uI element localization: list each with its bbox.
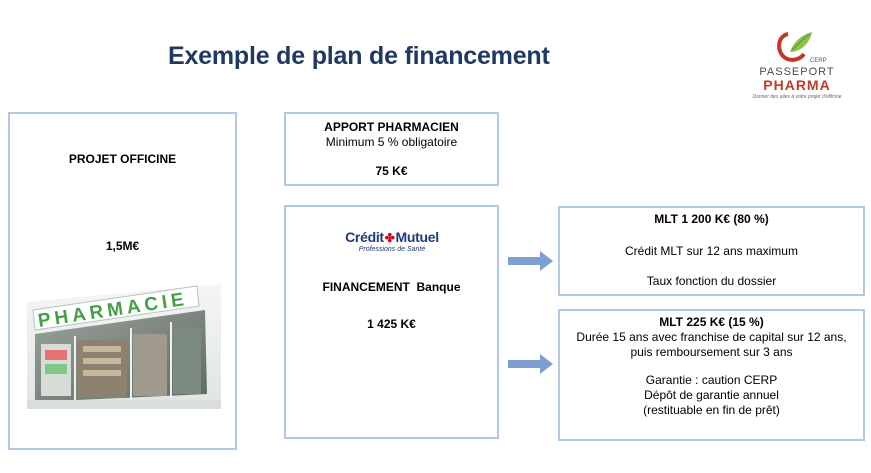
projet-value: 1,5M€	[105, 239, 140, 253]
credit-mutuel-icon: ✤	[384, 231, 395, 245]
credit-mutuel-name-left: Crédit	[345, 229, 384, 245]
mlt2-header: MLT 225 K€ (15 %)	[659, 315, 764, 329]
apport-subtitle: Minimum 5 % obligatoire	[325, 135, 458, 149]
apport-pharmacien-box: APPORT PHARMACIEN Minimum 5 % obligatoir…	[284, 112, 499, 186]
mlt2-line5: (restituable en fin de prêt)	[643, 403, 780, 417]
arrow-to-mlt2-icon	[508, 354, 553, 374]
page-title: Exemple de plan de financement	[168, 42, 550, 70]
mlt2-line2: puis remboursement sur 3 ans	[630, 345, 793, 359]
apport-value: 75 K€	[375, 164, 408, 178]
credit-mutuel-logo: Crédit✤Mutuel Professions de Santé	[339, 229, 445, 257]
mlt2-line3: Garantie : caution CERP	[645, 373, 778, 387]
apport-header: APPORT PHARMACIEN	[324, 120, 459, 134]
mlt1-line2: Taux fonction du dossier	[646, 274, 777, 288]
credit-mutuel-name-right: Mutuel	[395, 229, 440, 245]
mlt1-line1: Crédit MLT sur 12 ans maximum	[625, 244, 798, 258]
credit-mutuel-subtitle: Professions de Santé	[358, 246, 426, 253]
logo-passeport-text: PASSEPORT	[759, 66, 835, 78]
financement-banque-box: Crédit✤Mutuel Professions de Santé FINAN…	[284, 205, 499, 439]
logo-cerp-text: CERP	[810, 58, 827, 64]
financement-header: FINANCEMENT Banque	[322, 280, 461, 294]
leaf-logo-icon	[777, 32, 812, 62]
mlt2-line4: Dépôt de garantie annuel	[644, 388, 779, 402]
pharmacy-storefront-image: PHARMACIE	[27, 272, 221, 409]
arrow-to-mlt1-icon	[508, 251, 553, 271]
projet-header: PROJET OFFICINE	[68, 152, 177, 166]
projet-officine-box: PROJET OFFICINE 1,5M€ PHARMACIE	[8, 112, 237, 450]
mlt2-box: MLT 225 K€ (15 %) Durée 15 ans avec fran…	[558, 309, 865, 441]
logo-pharma-text: PHARMA	[763, 77, 831, 93]
mlt1-header: MLT 1 200 K€ (80 %)	[654, 212, 769, 226]
logo-tagline: Donner des ailes à votre projet d'offici…	[752, 94, 842, 100]
passeport-pharma-logo: CERP PASSEPORT PHARMA Donner des ailes à…	[752, 24, 842, 104]
financement-value: 1 425 K€	[367, 317, 416, 331]
mlt1-box: MLT 1 200 K€ (80 %) Crédit MLT sur 12 an…	[558, 206, 865, 296]
mlt2-line1: Durée 15 ans avec franchise de capital s…	[576, 330, 847, 344]
